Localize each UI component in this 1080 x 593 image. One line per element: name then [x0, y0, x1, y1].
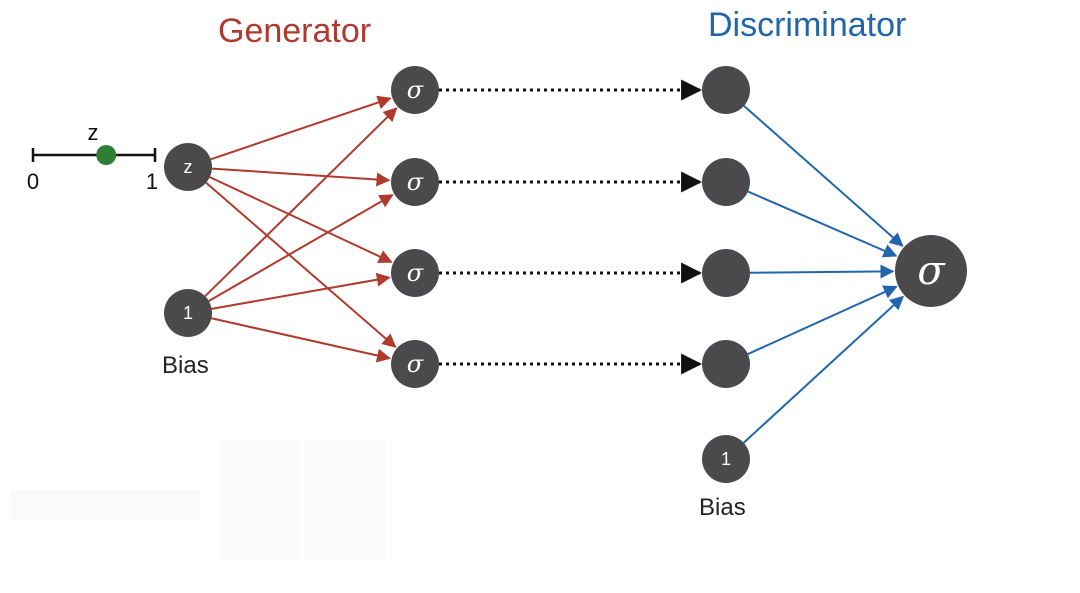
discriminator-bias-label: Bias	[699, 494, 746, 521]
discriminator-output-node-label: σ	[917, 248, 946, 294]
faint-background-block	[220, 500, 300, 560]
discriminator-bias-node-label: 1	[721, 449, 731, 469]
discriminator-edge-1	[747, 190, 898, 258]
slider-variable-label: z	[88, 120, 99, 145]
generator-edge-1-1	[208, 194, 394, 302]
generator-sigmoid-node-2-label: σ	[407, 259, 424, 287]
slider-max-label: 1	[146, 169, 158, 194]
generator-bias-node-label: 1	[183, 303, 193, 323]
faint-background-block	[305, 440, 385, 500]
generator-sigmoid-node-3	[391, 340, 439, 388]
discriminator-edge-2	[749, 264, 895, 279]
generator-sigmoid-node-0-label: σ	[407, 76, 424, 104]
generator-bias-label: Bias	[162, 352, 209, 379]
generator-edge-1-0	[204, 107, 398, 297]
discriminator-title: Discriminator	[708, 6, 907, 44]
generator-edge-0-1	[211, 167, 391, 187]
faint-background-block	[10, 490, 200, 520]
generator-title: Generator	[218, 12, 372, 50]
generator-edge-0-2	[209, 176, 393, 264]
slider-handle[interactable]	[96, 145, 117, 165]
discriminator-input-node-0	[702, 66, 750, 114]
generator-sigmoid-node-2	[391, 249, 439, 297]
generator-sigmoid-node-3-label: σ	[407, 350, 424, 378]
faint-background-block	[220, 440, 300, 500]
discriminator-edge-0	[743, 105, 904, 247]
generator-edge-1-2	[211, 272, 391, 310]
generator-edge-0-3	[205, 181, 397, 348]
generator-edge-1-3	[211, 317, 391, 363]
generator-edge-0-0	[210, 95, 392, 161]
generator-sigmoid-node-0	[391, 66, 439, 114]
generator-sigmoid-node-1	[391, 158, 439, 206]
discriminator-input-node-1	[702, 158, 750, 206]
discriminator-edge-3	[747, 285, 898, 355]
faint-background-block	[305, 500, 385, 560]
generator-input-z-node-label: z	[184, 157, 193, 177]
discriminator-bias-node	[702, 435, 750, 483]
generator-bias-node	[164, 289, 212, 337]
slider-min-label: 0	[27, 169, 39, 194]
discriminator-input-node-2	[702, 249, 750, 297]
discriminator-output-node	[895, 235, 967, 307]
generator-sigmoid-node-1-label: σ	[407, 168, 424, 196]
discriminator-input-node-3	[702, 340, 750, 388]
generator-input-z-node	[164, 143, 212, 191]
discriminator-edge-bias	[743, 295, 905, 444]
